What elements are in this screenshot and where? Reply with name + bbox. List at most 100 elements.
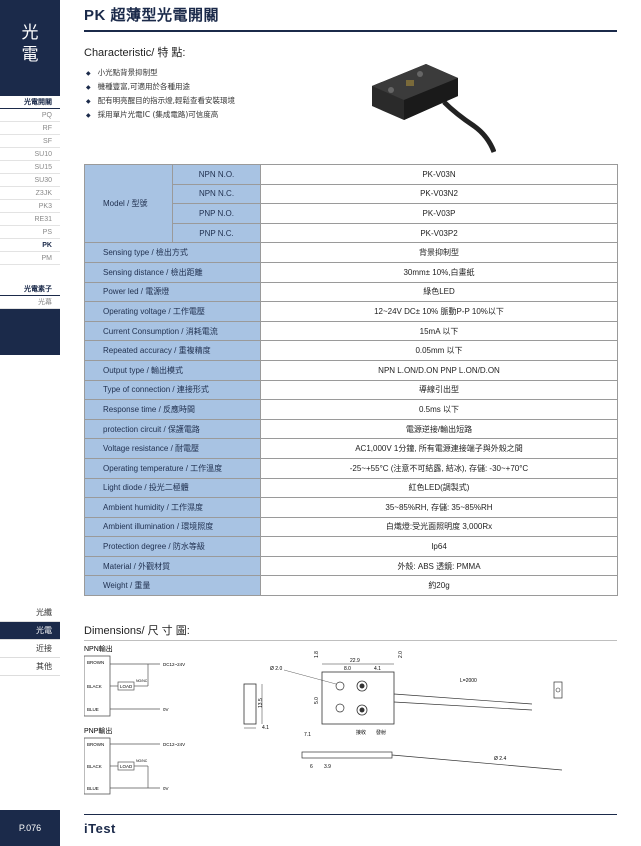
spec-label: Weight / 重量 [84,575,261,597]
spec-label: Type of connection / 連接形式 [84,379,261,401]
sidebar-bottom-nav: 光纖 光電 近接 其他 [0,604,60,676]
feature-item: 採用單片光電IC (集成電路)可信度高 [86,108,235,122]
sidebar-item-pm[interactable]: PM [0,252,60,265]
model-label: Model / 型號 [84,163,173,244]
spec-value: 白熾燈:受光面照明度 3,000Rx [260,516,618,538]
sidebar-item-re31[interactable]: RE31 [0,213,60,226]
model-value: PK-V03N [260,164,618,185]
npn-zero: 0V [163,707,169,712]
dimensions-divider [84,640,617,641]
sidebar-header-band: 光 電 光電開關 PQ RF SF SU10 SU15 SU30 Z3JK PK… [0,0,60,355]
sidebar-item-pq[interactable]: PQ [0,109,60,122]
spec-label: Current Consumption / 消耗電流 [84,320,261,342]
spec-label: Power led / 電源燈 [84,281,261,303]
spec-label: Light diode / 投光二極體 [84,477,261,499]
dimension-drawing: 13.5 4.1 22.9 8.0 4.1 1.8 2.0 5.0 Ø 2.0 … [243,651,563,771]
sidebar-item-su30[interactable]: SU30 [0,174,60,187]
dim-8-0: 8.0 [344,666,351,672]
table-row: Type of connection / 連接形式導線引出型 [84,379,618,401]
sidebar-item-light-curtain[interactable]: 光幕 [0,296,60,309]
spec-value: 0.05mm 以下 [260,340,618,361]
brand-logo: iTest [84,821,116,836]
bottom-view [301,751,393,759]
pnp-wire-brown: BROWN [87,742,104,747]
product-photo [372,64,496,153]
spec-label: protection circuit / 保護電路 [84,418,261,440]
nav-proximity[interactable]: 近接 [0,640,60,658]
sidebar-category-char-1: 光 [21,23,39,43]
dim-4-1b: 4.1 [262,725,269,731]
title-divider [84,30,617,32]
model-type: NPN N.O. [172,164,261,185]
table-row: Ambient illumination / 環境照度白熾燈:受光面照明度 3,… [84,516,618,538]
table-row: Light diode / 投光二極體紅色LED(調製式) [84,477,618,499]
sidebar-item-sf[interactable]: SF [0,135,60,148]
dim-cable-length: L=2000 [460,678,477,684]
feature-item: 配有明亮醒目的指示燈,輕鬆查看安裝環境 [86,94,235,108]
pnp-nonc: NO/NC [136,759,148,763]
pnp-supply: DC12~24V [163,742,185,747]
front-view [321,671,395,725]
nav-photoelectric[interactable]: 光電 [0,622,60,640]
table-row: PNP N.C. PK-V03P2 [85,222,618,244]
feature-item: 機種豐富,可適用於各種用途 [86,80,235,94]
spec-value: 紅色LED(調製式) [260,477,618,499]
npn-wire-brown: BROWN [87,660,104,665]
sidebar-item-rf[interactable]: RF [0,122,60,135]
sidebar-item-su15[interactable]: SU15 [0,161,60,174]
npn-supply: DC12~24V [163,662,185,667]
spec-value: AC1,000V 1分鐘, 所有電源連接端子與外殼之間 [260,438,618,459]
sidebar-section2-head[interactable]: 光電素子 [0,283,60,296]
dim-5-0: 5.0 [314,697,320,704]
nav-other[interactable]: 其他 [0,658,60,676]
pnp-wire-blue: BLUE [87,786,99,791]
spec-value: 綠色LED [260,281,618,303]
label-receiver: 接收 [356,729,366,736]
sidebar-item-z3jk[interactable]: Z3JK [0,187,60,200]
table-row: Material / 外觀材質外殼: ABS 透鏡: PMMA [84,555,618,577]
model-type: PNP N.O. [172,203,261,224]
footer-divider [84,814,617,815]
sidebar-menu-head[interactable]: 光電開關 [0,96,60,109]
table-row: Power led / 電源燈綠色LED [84,281,618,303]
dim-3-9: 3.9 [324,764,331,770]
spec-table: Model / 型號 NPN N.O. PK-V03N NPN N.C. PK-… [84,163,618,597]
spec-value: NPN L.ON/D.ON PNP L.ON/D.ON [260,359,618,381]
spec-label: Repeated accuracy / 重複精度 [84,340,261,361]
spec-label: Sensing type / 檢出方式 [84,242,261,263]
label-emitter: 發射 [376,729,386,736]
npn-label: NPN輸出 [84,644,113,653]
model-type: PNP N.C. [172,222,261,244]
dim-1-8: 1.8 [314,651,320,658]
side-view [243,683,257,725]
sidebar-item-su10[interactable]: SU10 [0,148,60,161]
sidebar-item-ps[interactable]: PS [0,226,60,239]
spec-label: Sensing distance / 檢出距離 [84,261,261,283]
pnp-zero: 0V [163,786,169,791]
feature-list: 小光點背景抑制型 機種豐富,可適用於各種用途 配有明亮醒目的指示燈,輕鬆查看安裝… [86,66,235,122]
spec-label: Operating temperature / 工作溫度 [84,457,261,479]
spec-label: Voltage resistance / 耐電壓 [84,438,261,459]
spec-value: 35~85%RH, 存儲: 35~85%RH [260,497,618,518]
wiring-diagrams: NPN輸出 BROWN BLACK BLUE LOAD NO/NC DC12~2… [84,644,185,795]
spec-label: Response time / 反應時間 [84,399,261,420]
sidebar-category: 光 電 [0,22,60,66]
dim-dia-2-0: Ø 2.0 [270,666,282,672]
model-type: NPN N.C. [172,183,261,205]
dim-2-0: 2.0 [398,651,404,658]
pnp-wire-black: BLACK [87,764,102,769]
table-row: Model / 型號 NPN N.O. PK-V03N [84,163,618,244]
nav-fiber[interactable]: 光纖 [0,604,60,622]
characteristic-heading: Characteristic/ 特 點: [84,47,186,59]
spec-value: 導線引出型 [260,379,618,401]
sidebar-item-pk[interactable]: PK [0,239,60,252]
sidebar-item-pk3[interactable]: PK3 [0,200,60,213]
spec-value: 外殼: ABS 透鏡: PMMA [260,555,618,577]
